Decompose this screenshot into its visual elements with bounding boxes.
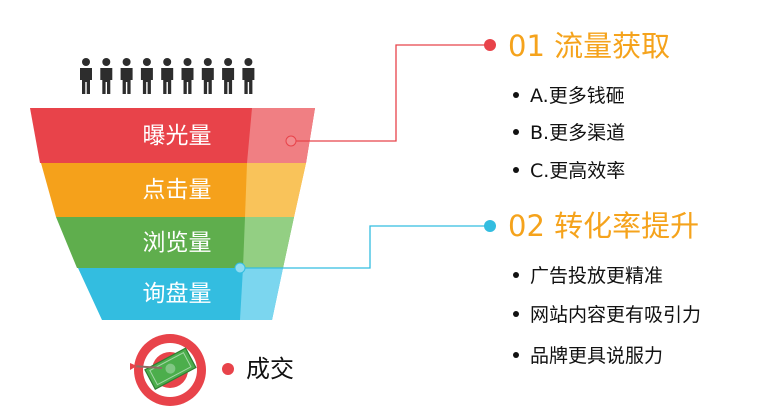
bullet-icon	[513, 310, 519, 317]
bullet-icon	[513, 271, 519, 278]
list-item: A.更多钱砸	[513, 84, 625, 108]
list-item: 品牌更具说服力	[513, 344, 663, 368]
funnel-stage-views	[56, 217, 294, 268]
list-item: 广告投放更精准	[513, 264, 663, 288]
funnel-label-clicks: 点击量	[142, 177, 212, 203]
person-icon	[120, 58, 133, 94]
deal-dot	[222, 363, 234, 375]
list-item: 网站内容更有吸引力	[513, 303, 701, 327]
connector-line-1	[291, 44, 489, 142]
funnel-label-inquiries: 询盘量	[142, 281, 212, 307]
bullet-icon	[513, 91, 519, 98]
section2-dot	[484, 220, 496, 232]
connector-node-1	[285, 135, 297, 147]
funnel-stage-clicks-highlight	[245, 163, 306, 217]
funnel-label-exposure: 曝光量	[142, 123, 212, 149]
target-money-icon	[130, 334, 206, 406]
section1-dot	[484, 39, 496, 51]
funnel-label-views: 浏览量	[142, 230, 212, 256]
list-item: C.更高效率	[513, 159, 625, 183]
deal-label: 成交	[246, 355, 294, 383]
funnel-stage-views-highlight	[243, 217, 294, 268]
list-item: B.更多渠道	[513, 121, 625, 145]
bullet-icon	[513, 166, 519, 173]
person-icon	[201, 58, 214, 94]
funnel-stage-clicks	[41, 163, 306, 217]
funnel-stage-inquiries-highlight	[240, 268, 283, 320]
person-icon	[222, 58, 235, 94]
funnel-stage-exposure-highlight	[247, 108, 315, 163]
funnel-stage-inquiries	[78, 268, 283, 320]
funnel-stage-exposure	[30, 108, 315, 163]
bullet-icon	[513, 351, 519, 358]
connector-node-2	[234, 262, 246, 274]
bullet-icon	[513, 128, 519, 135]
person-icon	[100, 58, 113, 94]
person-icon	[242, 58, 255, 94]
section2-title: 02 转化率提升	[508, 209, 700, 243]
person-icon	[140, 58, 153, 94]
person-icon	[161, 58, 174, 94]
connector-line-2	[240, 225, 489, 269]
person-icon	[80, 58, 92, 94]
section1-title: 01 流量获取	[508, 29, 671, 63]
person-icon	[181, 58, 194, 94]
